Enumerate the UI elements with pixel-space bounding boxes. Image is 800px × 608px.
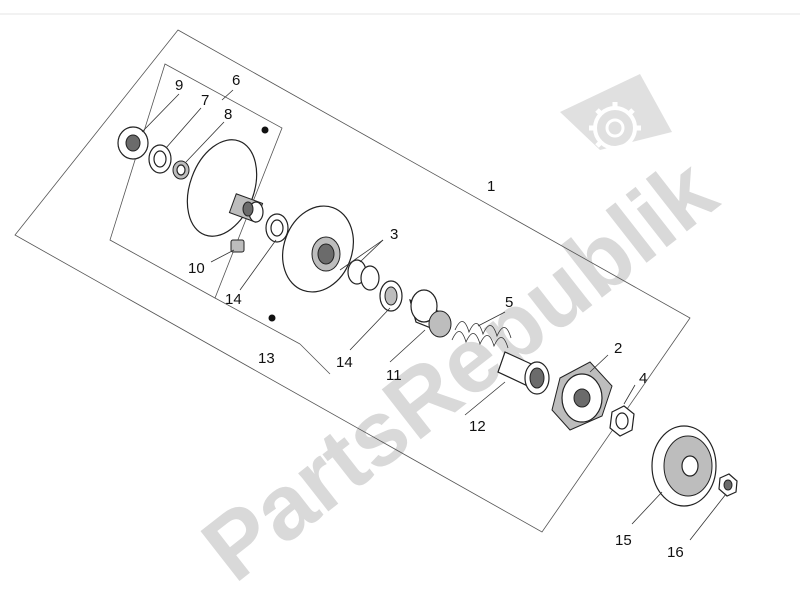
- callout-5: 5: [505, 294, 513, 311]
- callout-7: 7: [201, 92, 209, 109]
- part-3-o-rings: [347, 259, 380, 291]
- callout-6: 6: [232, 72, 240, 89]
- callout-9: 9: [175, 77, 183, 94]
- callout-12: 12: [469, 418, 486, 435]
- callout-14-left: 14: [225, 291, 242, 308]
- callout-3: 3: [390, 226, 398, 243]
- part-9-bearing: [117, 126, 149, 160]
- watermark: PartsRepublik: [184, 74, 735, 600]
- reference-dot-upper: [261, 126, 269, 134]
- reference-dot-lower: [268, 314, 276, 322]
- callout-13: 13: [258, 350, 275, 367]
- part-7-ring: [148, 144, 172, 174]
- part-16-nut: [718, 473, 738, 497]
- part-6-half-pulley: [186, 139, 264, 237]
- part-12-cup: [497, 351, 550, 395]
- part-8-bushing: [172, 160, 190, 180]
- callout-4: 4: [639, 370, 647, 387]
- watermark-logo: [560, 74, 672, 154]
- callout-1: 1: [487, 178, 495, 195]
- part-13-movable-pulley: [282, 205, 354, 293]
- subassembly-frame-13-line: [214, 297, 301, 345]
- watermark-text: PartsRepublik: [184, 139, 735, 601]
- gear-icon: [589, 102, 641, 154]
- leader-lines: [141, 89, 727, 541]
- callout-labels: 1 2 3 4 5 6 7 8 9 10 11 12 13 14 14 15 1…: [175, 72, 684, 561]
- part-2-clutch: [551, 361, 613, 431]
- callout-8: 8: [224, 106, 232, 123]
- part-15-clutch-bell: [651, 425, 717, 507]
- callout-11: 11: [386, 367, 402, 384]
- callout-10: 10: [188, 260, 205, 277]
- part-14-ring-left: [265, 213, 289, 243]
- frame-13-leader: [299, 343, 331, 375]
- callout-16: 16: [667, 544, 684, 561]
- callout-2: 2: [614, 340, 622, 357]
- part-10-roller: [230, 239, 245, 253]
- assembly-frame-1: [14, 29, 691, 533]
- part-14-ring-right: [379, 280, 403, 312]
- part-5-spring: [451, 321, 512, 349]
- callout-15: 15: [615, 532, 632, 549]
- part-11-sleeve: [409, 289, 452, 338]
- callout-14-right: 14: [336, 354, 353, 371]
- part-4-washer: [609, 405, 635, 437]
